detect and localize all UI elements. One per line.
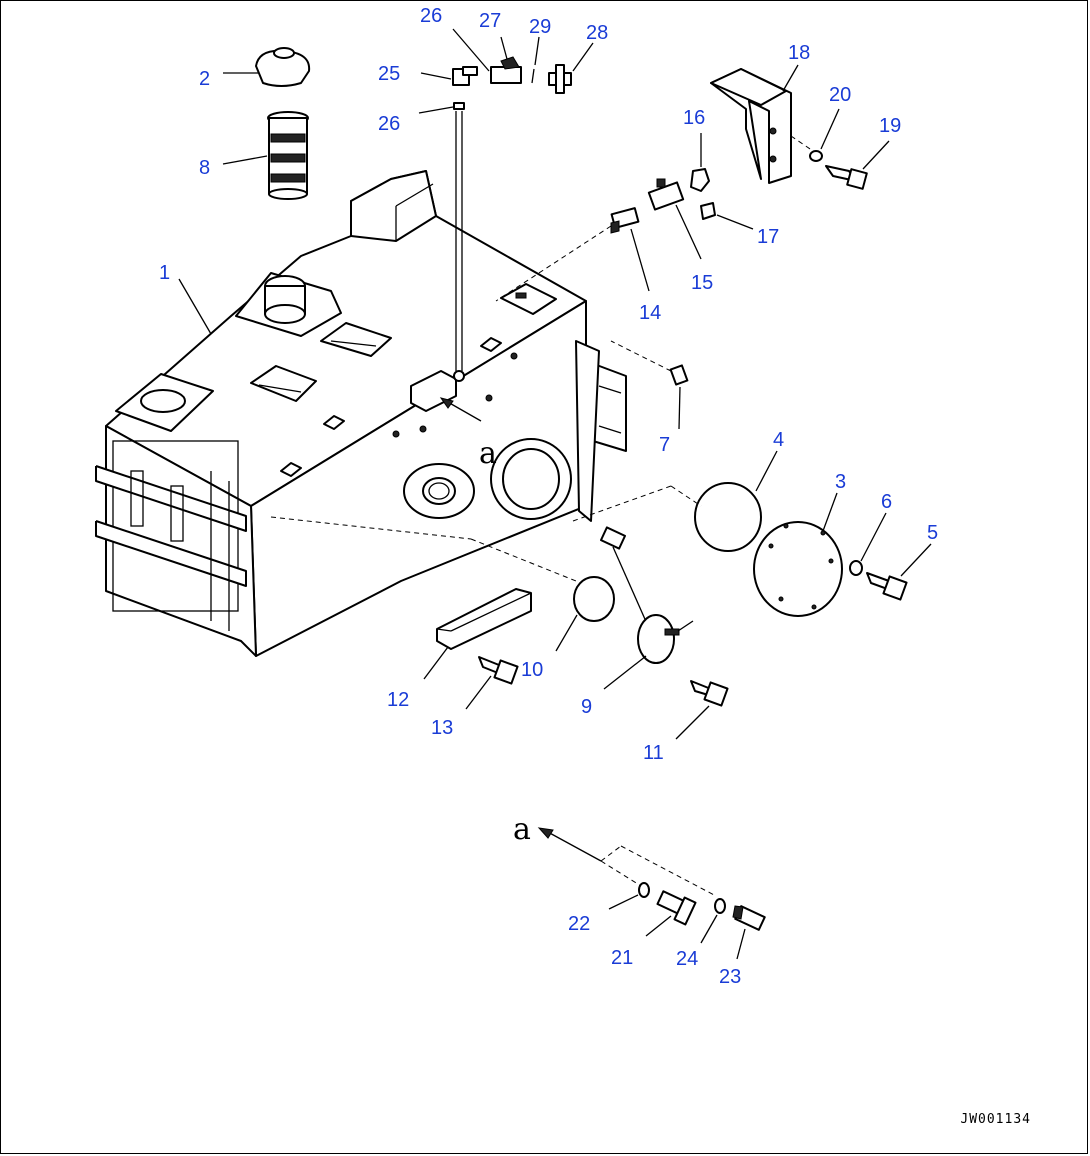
filler-cap [223, 47, 311, 87]
callout-25: 25 [378, 63, 400, 85]
callout-6: 6 [881, 491, 892, 513]
drain-plug [610, 340, 689, 430]
callout-numbers: 1 2 3 4 5 6 7 8 9 10 11 12 13 14 15 16 1… [159, 5, 938, 988]
level-sender [599, 526, 729, 740]
lower-bracket [423, 588, 532, 710]
callout-28: 28 [586, 22, 608, 44]
callout-21: 21 [611, 947, 633, 969]
callout-22: 22 [568, 913, 590, 935]
callout-15: 15 [691, 272, 713, 294]
callout-23: 23 [719, 966, 741, 988]
callout-14: 14 [639, 302, 661, 324]
callout-24: 24 [676, 948, 698, 970]
callout-26-lower: 26 [378, 113, 400, 135]
callout-9: 9 [581, 696, 592, 718]
top-fittings [418, 28, 594, 371]
callout-27: 27 [479, 10, 501, 32]
sensor-fittings [495, 133, 754, 302]
callout-26-top: 26 [420, 5, 442, 27]
callout-18: 18 [788, 42, 810, 64]
callout-5: 5 [927, 522, 938, 544]
callout-13: 13 [431, 717, 453, 739]
strainer [222, 111, 309, 200]
leader-1 [178, 278, 212, 335]
callout-12: 12 [387, 689, 409, 711]
callout-16: 16 [683, 107, 705, 129]
callout-19: 19 [879, 115, 901, 137]
cover-bolt [849, 512, 932, 601]
callout-1: 1 [159, 262, 170, 284]
callout-7: 7 [659, 434, 670, 456]
drawing-code: JW001134 [960, 1112, 1031, 1127]
cover-assemblies [270, 450, 843, 652]
callout-8: 8 [199, 157, 210, 179]
mounting-bracket [710, 64, 890, 190]
callout-11: 11 [643, 742, 664, 764]
callout-17: 17 [757, 226, 779, 248]
callout-2: 2 [199, 68, 210, 90]
view-a-label-detail: a [513, 812, 531, 847]
detail-view-a: a [513, 812, 766, 960]
callout-3: 3 [835, 471, 846, 493]
view-a-indicator: a [439, 397, 497, 471]
callout-10: 10 [521, 659, 543, 681]
callout-4: 4 [773, 429, 784, 451]
callout-20: 20 [829, 84, 851, 106]
hydraulic-tank-body [95, 170, 627, 657]
callout-29: 29 [529, 16, 551, 38]
view-a-label-top: a [479, 436, 497, 471]
